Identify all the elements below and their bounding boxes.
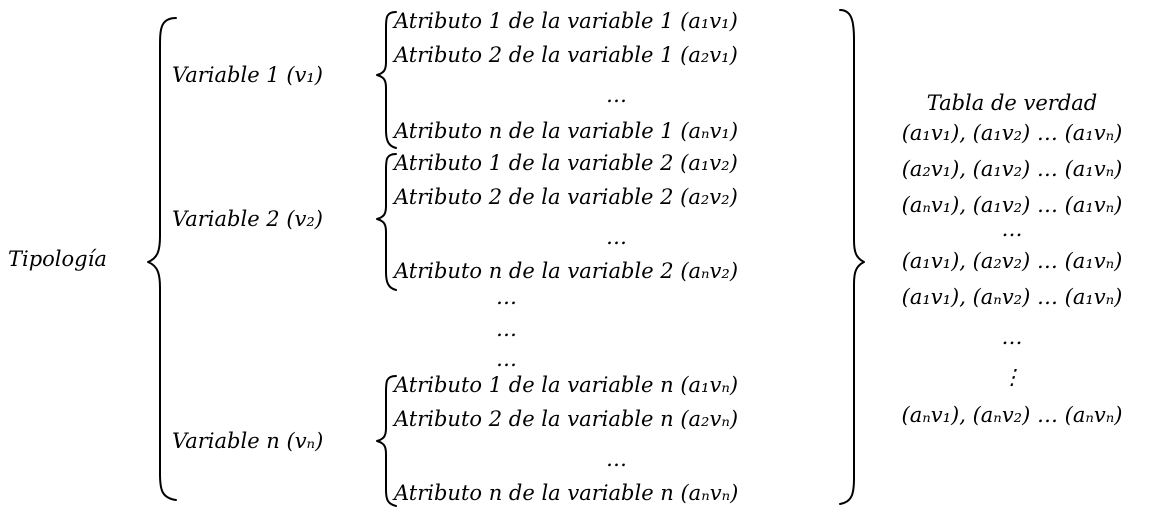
truth-table-row-3: (aₙv₁), (a₁v₂) … (a₁vₙ) bbox=[901, 193, 1123, 217]
attribute-2-2: Atributo 2 de la variable 2 (a₂v₂) bbox=[394, 185, 738, 209]
attribute-2-ellipsis: … bbox=[606, 225, 627, 249]
attribute-n-ellipsis: … bbox=[606, 447, 627, 471]
attribute-1-1: Atributo 1 de la variable 1 (a₁v₁) bbox=[394, 9, 738, 33]
attribute-n-1: Atributo 1 de la variable n (a₁vₙ) bbox=[394, 373, 739, 397]
between-ellipsis-3: … bbox=[496, 347, 517, 371]
truth-table-row-4: (a₁v₁), (a₂v₂) … (a₁vₙ) bbox=[901, 249, 1123, 273]
attribute-2-1: Atributo 1 de la variable 2 (a₁v₂) bbox=[394, 151, 738, 175]
truth-table-vertical-ellipsis: ⋮ bbox=[1001, 365, 1023, 389]
attribute-1-ellipsis: … bbox=[606, 83, 627, 107]
attribute-n-n: Atributo n de la variable n (aₙvₙ) bbox=[394, 481, 739, 505]
truth-table-title: Tabla de verdad bbox=[926, 91, 1098, 115]
attribute-2-n: Atributo n de la variable 2 (aₙv₂) bbox=[394, 259, 739, 283]
variable-2-label: Variable 2 (v₂) bbox=[172, 207, 323, 231]
between-ellipsis-1: … bbox=[496, 285, 517, 309]
truth-table-row-1: (a₁v₁), (a₁v₂) … (a₁vₙ) bbox=[901, 121, 1123, 145]
root-label: Tipología bbox=[8, 247, 107, 271]
between-ellipsis-2: … bbox=[496, 317, 517, 341]
variable-n-label: Variable n (vₙ) bbox=[172, 429, 324, 453]
attribute-n-2: Atributo 2 de la variable n (a₂vₙ) bbox=[394, 407, 739, 431]
truth-table-ellipsis-2: … bbox=[1001, 325, 1023, 349]
truth-table-row-5: (a₁v₁), (aₙv₂) … (a₁vₙ) bbox=[901, 285, 1123, 309]
truth-table-row-2: (a₂v₁), (a₁v₂) … (a₁vₙ) bbox=[901, 157, 1123, 181]
truth-table-ellipsis-1: … bbox=[1001, 217, 1023, 241]
truth-table-row-last: (aₙv₁), (aₙv₂) … (aₙvₙ) bbox=[901, 403, 1123, 427]
attribute-1-n: Atributo n de la variable 1 (aₙv₁) bbox=[394, 119, 739, 143]
attribute-1-2: Atributo 2 de la variable 1 (a₂v₁) bbox=[394, 43, 738, 67]
variable-1-label: Variable 1 (v₁) bbox=[172, 63, 323, 87]
